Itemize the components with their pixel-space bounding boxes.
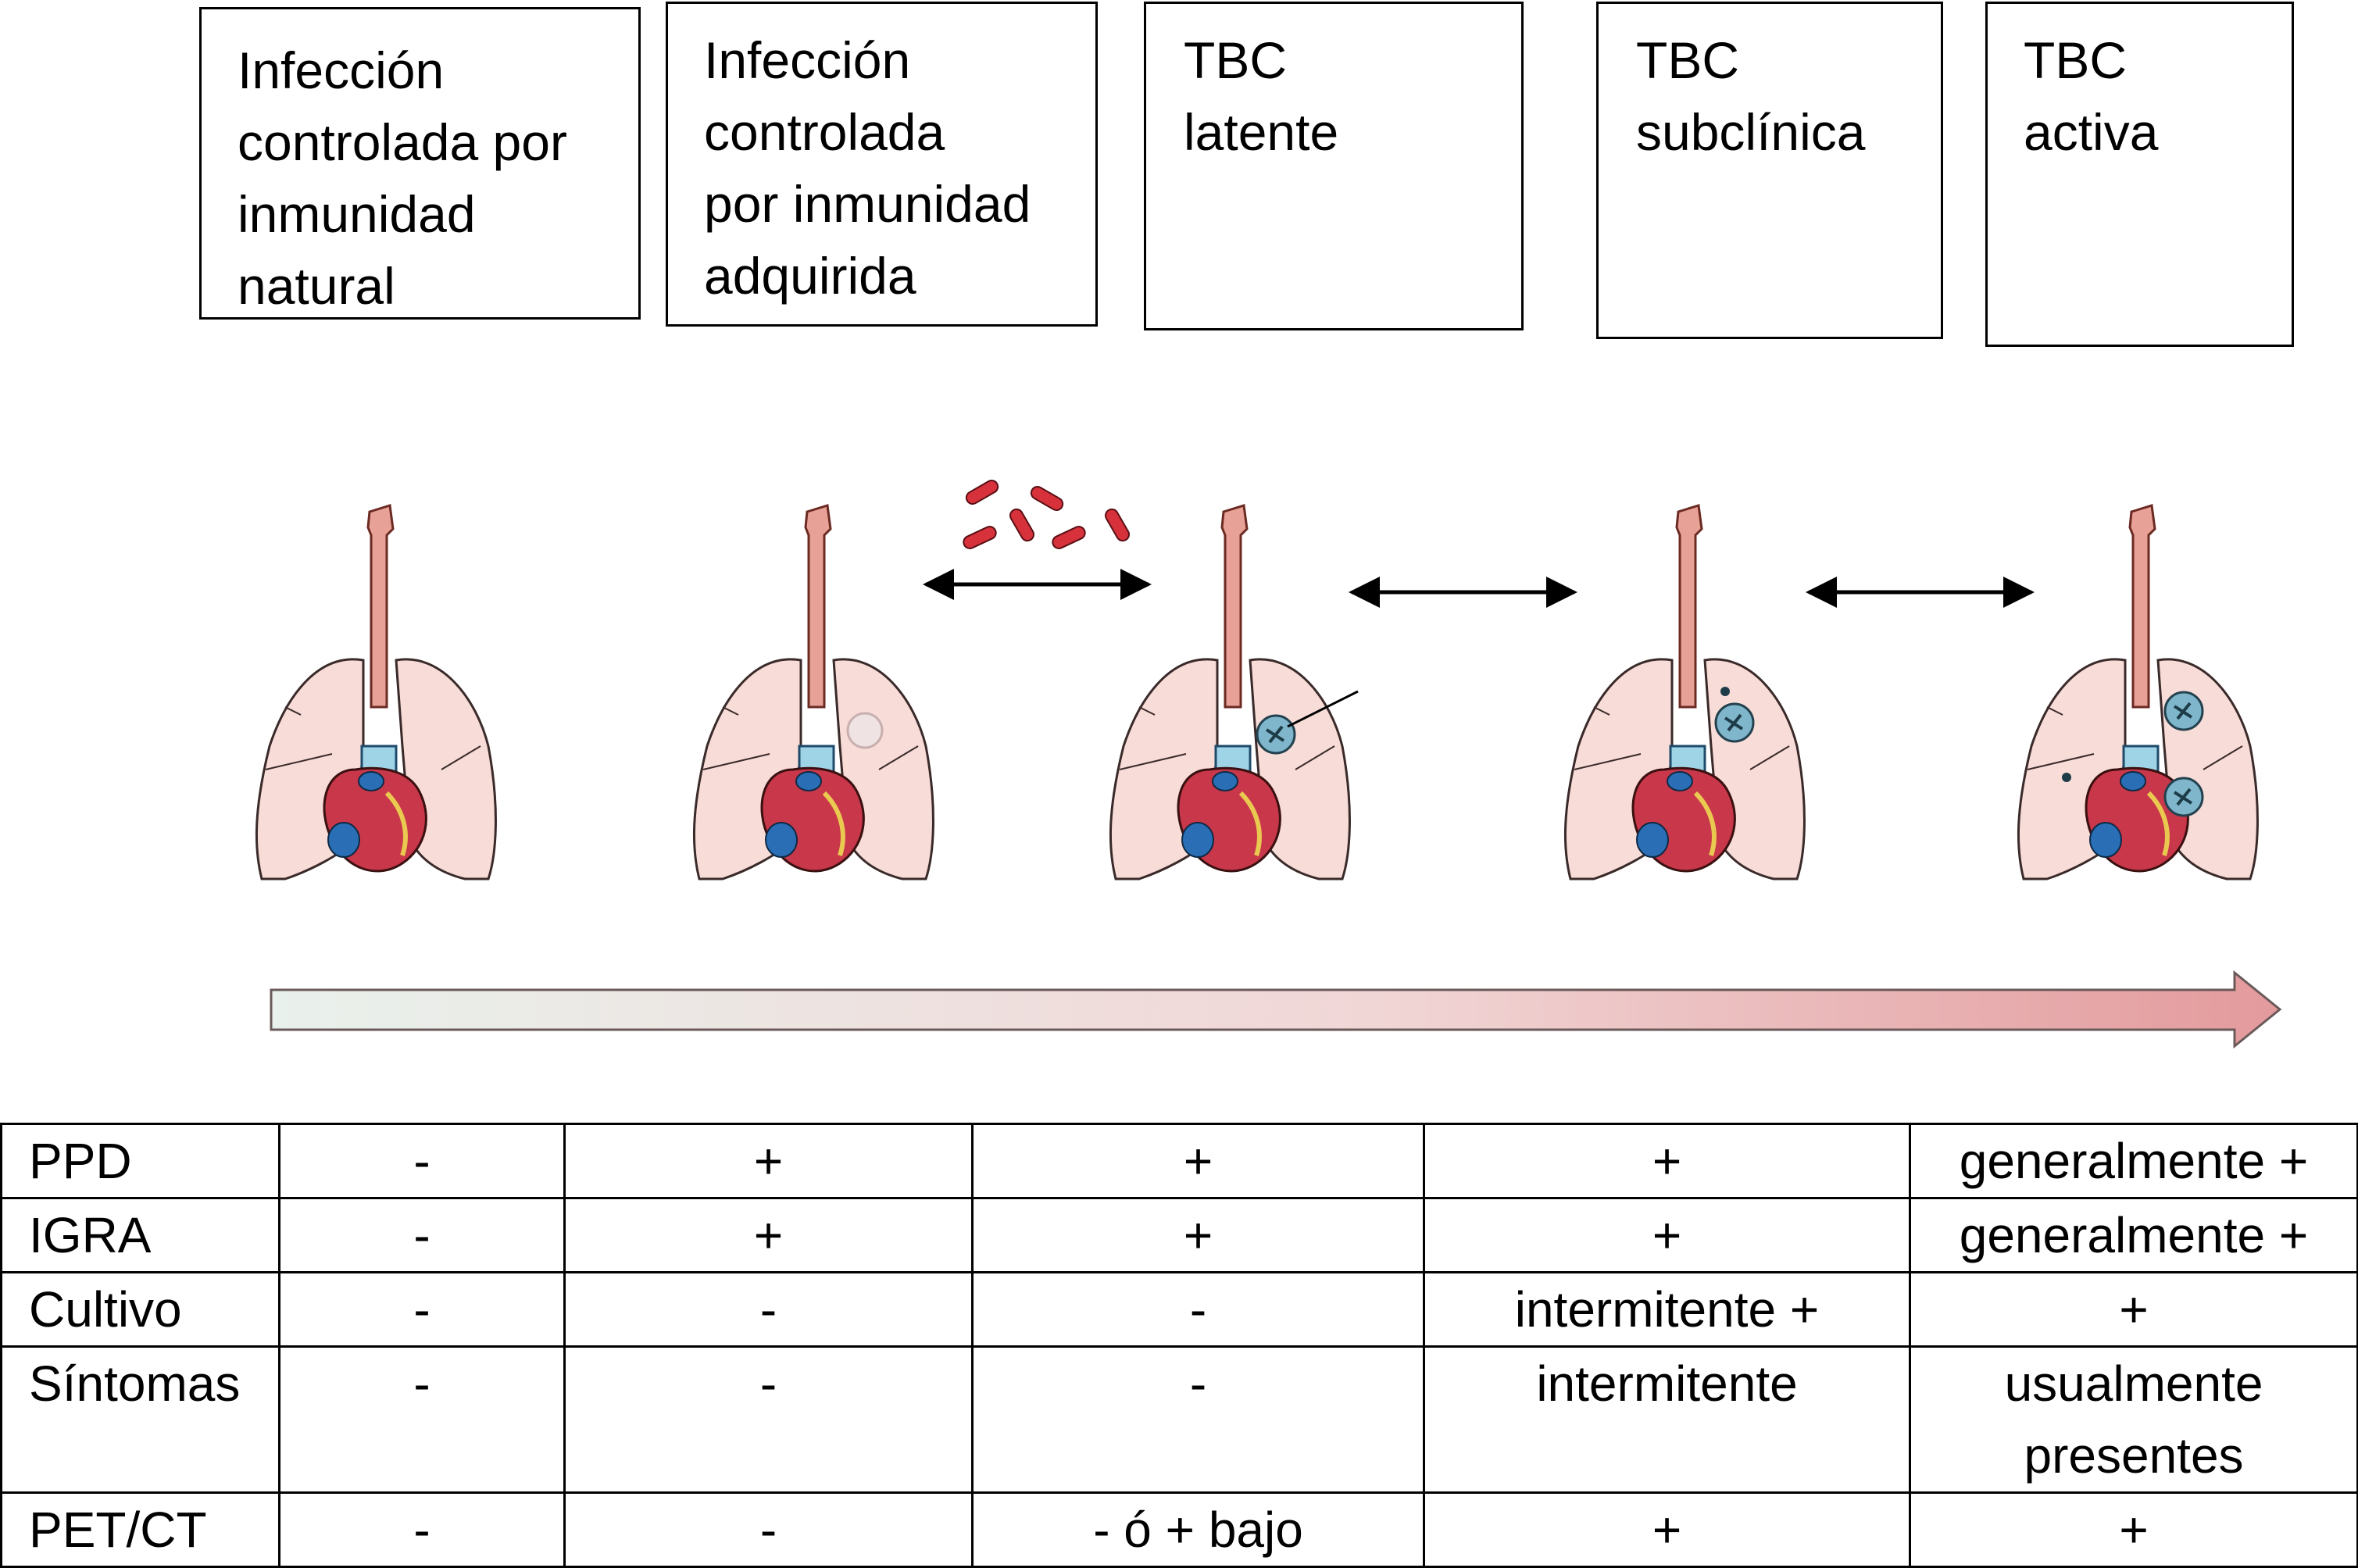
stage-title-5: TBC activa	[2024, 31, 2159, 161]
granuloma-icon	[1714, 702, 1755, 743]
stage-title-3: TBC latente	[1184, 31, 1339, 161]
table-cell: +	[1423, 1123, 1911, 1199]
stage-box-4: TBC subclínica	[1596, 2, 1943, 339]
granuloma-icon	[2163, 777, 2204, 817]
table-row: PPD - + + + generalmente +	[0, 1123, 2358, 1199]
table-cell: -	[278, 1123, 566, 1199]
table-cell: -	[278, 1491, 566, 1568]
table-row: Cultivo - - - intermitente + +	[0, 1271, 2358, 1348]
stage-title-2: Infección controlada por inmunidad adqui…	[704, 31, 1031, 305]
table-cell: generalmente +	[1909, 1197, 2358, 1273]
healed-lesion-icon	[846, 712, 884, 749]
table-cell: +	[1909, 1491, 2358, 1568]
table-cell: +	[971, 1123, 1425, 1199]
progression-arrow-icon	[270, 970, 2282, 1049]
test-results-table: PPD - + + + generalmente + IGRA - + + + …	[0, 1123, 2358, 1568]
table-cell: -	[278, 1345, 566, 1494]
lungs-icon	[1110, 505, 1359, 879]
stage-box-1: Infección controlada por inmunidad natur…	[199, 7, 641, 320]
table-cell: -	[278, 1271, 566, 1348]
table-cell: +	[1909, 1271, 2358, 1348]
row-label: PPD	[0, 1123, 280, 1199]
table-cell: +	[971, 1197, 1425, 1273]
stage-box-2: Infección controlada por inmunidad adqui…	[666, 2, 1098, 327]
stage-box-3: TBC latente	[1144, 2, 1524, 330]
row-label: PET/CT	[0, 1491, 280, 1568]
lungs-icon	[2018, 505, 2257, 879]
row-label: IGRA	[0, 1197, 280, 1273]
lungs-icon	[256, 505, 495, 879]
row-label: Cultivo	[0, 1271, 280, 1348]
lungs-icon	[1565, 505, 1804, 879]
table-cell: -	[278, 1197, 566, 1273]
lungs-icon	[694, 505, 933, 879]
table-cell: +	[1423, 1491, 1911, 1568]
table-cell: usualmente presentes	[1909, 1345, 2358, 1494]
table-cell: - ó + bajo	[971, 1491, 1425, 1568]
table-cell: intermitente +	[1423, 1271, 1911, 1348]
table-cell: +	[563, 1123, 974, 1199]
table-cell: -	[563, 1491, 974, 1568]
stage-title-1: Infección controlada por inmunidad natur…	[238, 41, 567, 315]
stage-box-5: TBC activa	[1985, 2, 2294, 347]
granuloma-icon	[2163, 691, 2204, 731]
table-cell: generalmente +	[1909, 1123, 2358, 1199]
row-label: Síntomas	[0, 1345, 280, 1494]
table-row: Síntomas - - - intermitente usualmente p…	[0, 1345, 2358, 1494]
table-cell: +	[563, 1197, 974, 1273]
table-cell: -	[563, 1271, 974, 1348]
bacilli-icon	[963, 480, 1130, 549]
table-cell: intermitente	[1423, 1345, 1911, 1494]
stage-title-4: TBC subclínica	[1636, 31, 1866, 161]
table-row: IGRA - + + + generalmente +	[0, 1197, 2358, 1273]
table-cell: -	[971, 1271, 1425, 1348]
tb-progression-illustration	[0, 480, 2282, 1049]
table-cell: -	[971, 1345, 1425, 1494]
table-cell: -	[563, 1345, 974, 1494]
table-row: PET/CT - - - ó + bajo + +	[0, 1491, 2358, 1568]
granuloma-icon	[1256, 714, 1296, 755]
table-cell: +	[1423, 1197, 1911, 1273]
